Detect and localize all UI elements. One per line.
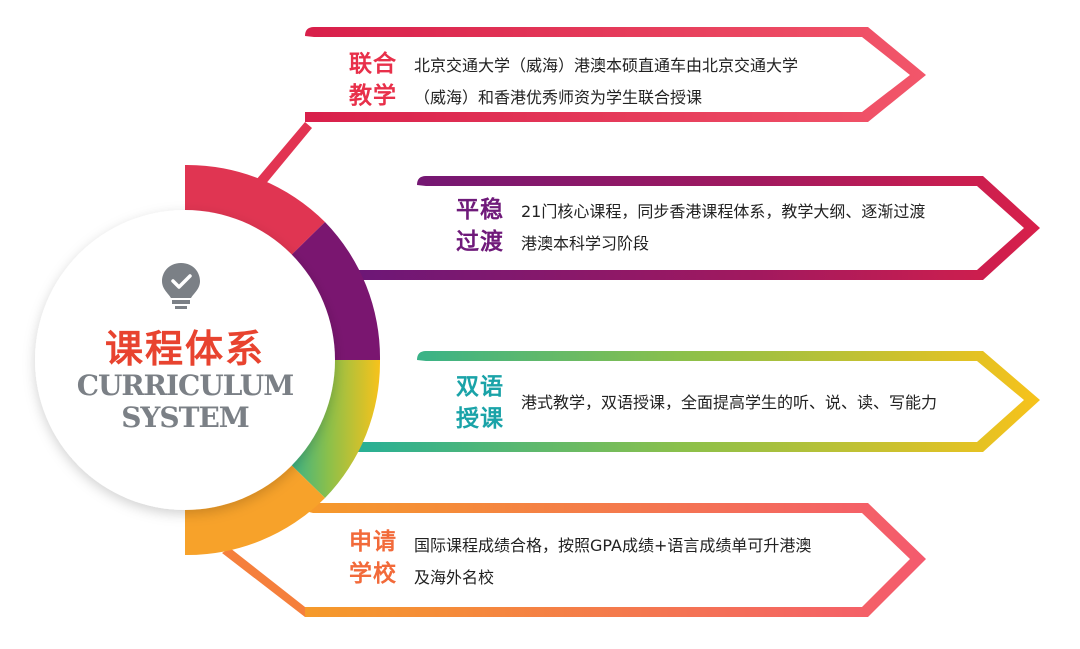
row2-desc-line2: 港澳本科学习阶段	[521, 234, 650, 253]
row2-title: 平稳 过渡	[450, 194, 510, 258]
row2-title-line1: 平稳	[456, 197, 504, 223]
row1-title-line2: 教学	[349, 83, 397, 109]
row4-arrow	[305, 503, 926, 617]
row2-card	[427, 187, 972, 269]
row2-desc-line1: 21门核心课程，同步香港课程体系，教学大纲、逐渐过渡	[521, 202, 926, 221]
row1-connector	[256, 122, 312, 186]
lightbulb-check-icon	[162, 263, 200, 309]
center-subtitle-line1: CURRICULUM	[76, 369, 295, 402]
ring-segment-orange	[185, 452, 325, 556]
row1-desc-line1: 北京交通大学（威海）港澳本硕直通车由北京交通大学	[414, 56, 799, 75]
row2-title-line2: 过渡	[456, 229, 504, 255]
row2-description: 21门核心课程，同步香港课程体系，教学大纲、逐渐过渡 港澳本科学习阶段	[521, 196, 925, 260]
ring-segment-green	[278, 360, 381, 498]
row1-title-line1: 联合	[349, 51, 397, 77]
ring-segment-red	[185, 164, 325, 268]
center-disc	[35, 210, 335, 510]
row4-desc-line2: 及海外名校	[414, 568, 495, 587]
row3-title: 双语 授课	[450, 371, 510, 435]
row3-description: 港式教学，双语授课，全面提高学生的听、说、读、写能力	[521, 387, 937, 419]
center-title: 课程体系	[104, 327, 265, 371]
row1-arrow	[305, 27, 926, 122]
row4-description: 国际课程成绩合格，按照GPA成绩+语言成绩单可升港澳 及海外名校	[414, 530, 811, 594]
row1-desc-line2: （威海）和香港优秀师资为学生联合授课	[414, 88, 703, 107]
row4-title-line2: 学校	[349, 561, 397, 587]
row3-title-line1: 双语	[456, 374, 504, 400]
row4-card	[315, 514, 860, 606]
row3-title-line2: 授课	[456, 406, 504, 432]
row1-description: 北京交通大学（威海）港澳本硕直通车由北京交通大学 （威海）和香港优秀师资为学生联…	[414, 50, 798, 114]
row4-desc-line1: 国际课程成绩合格，按照GPA成绩+语言成绩单可升港澳	[414, 536, 812, 555]
row3-card	[427, 362, 972, 441]
row4-title-line1: 申请	[349, 529, 397, 555]
row1-title: 联合 教学	[343, 48, 403, 112]
row4-title: 申请 学校	[343, 526, 403, 590]
ring-segment-purple	[278, 222, 381, 360]
row4-connector	[222, 548, 305, 617]
row3-desc-line1: 港式教学，双语授课，全面提高学生的听、说、读、写能力	[521, 393, 938, 412]
row1-card	[315, 38, 860, 112]
center-subtitle-line2: SYSTEM	[121, 401, 250, 434]
